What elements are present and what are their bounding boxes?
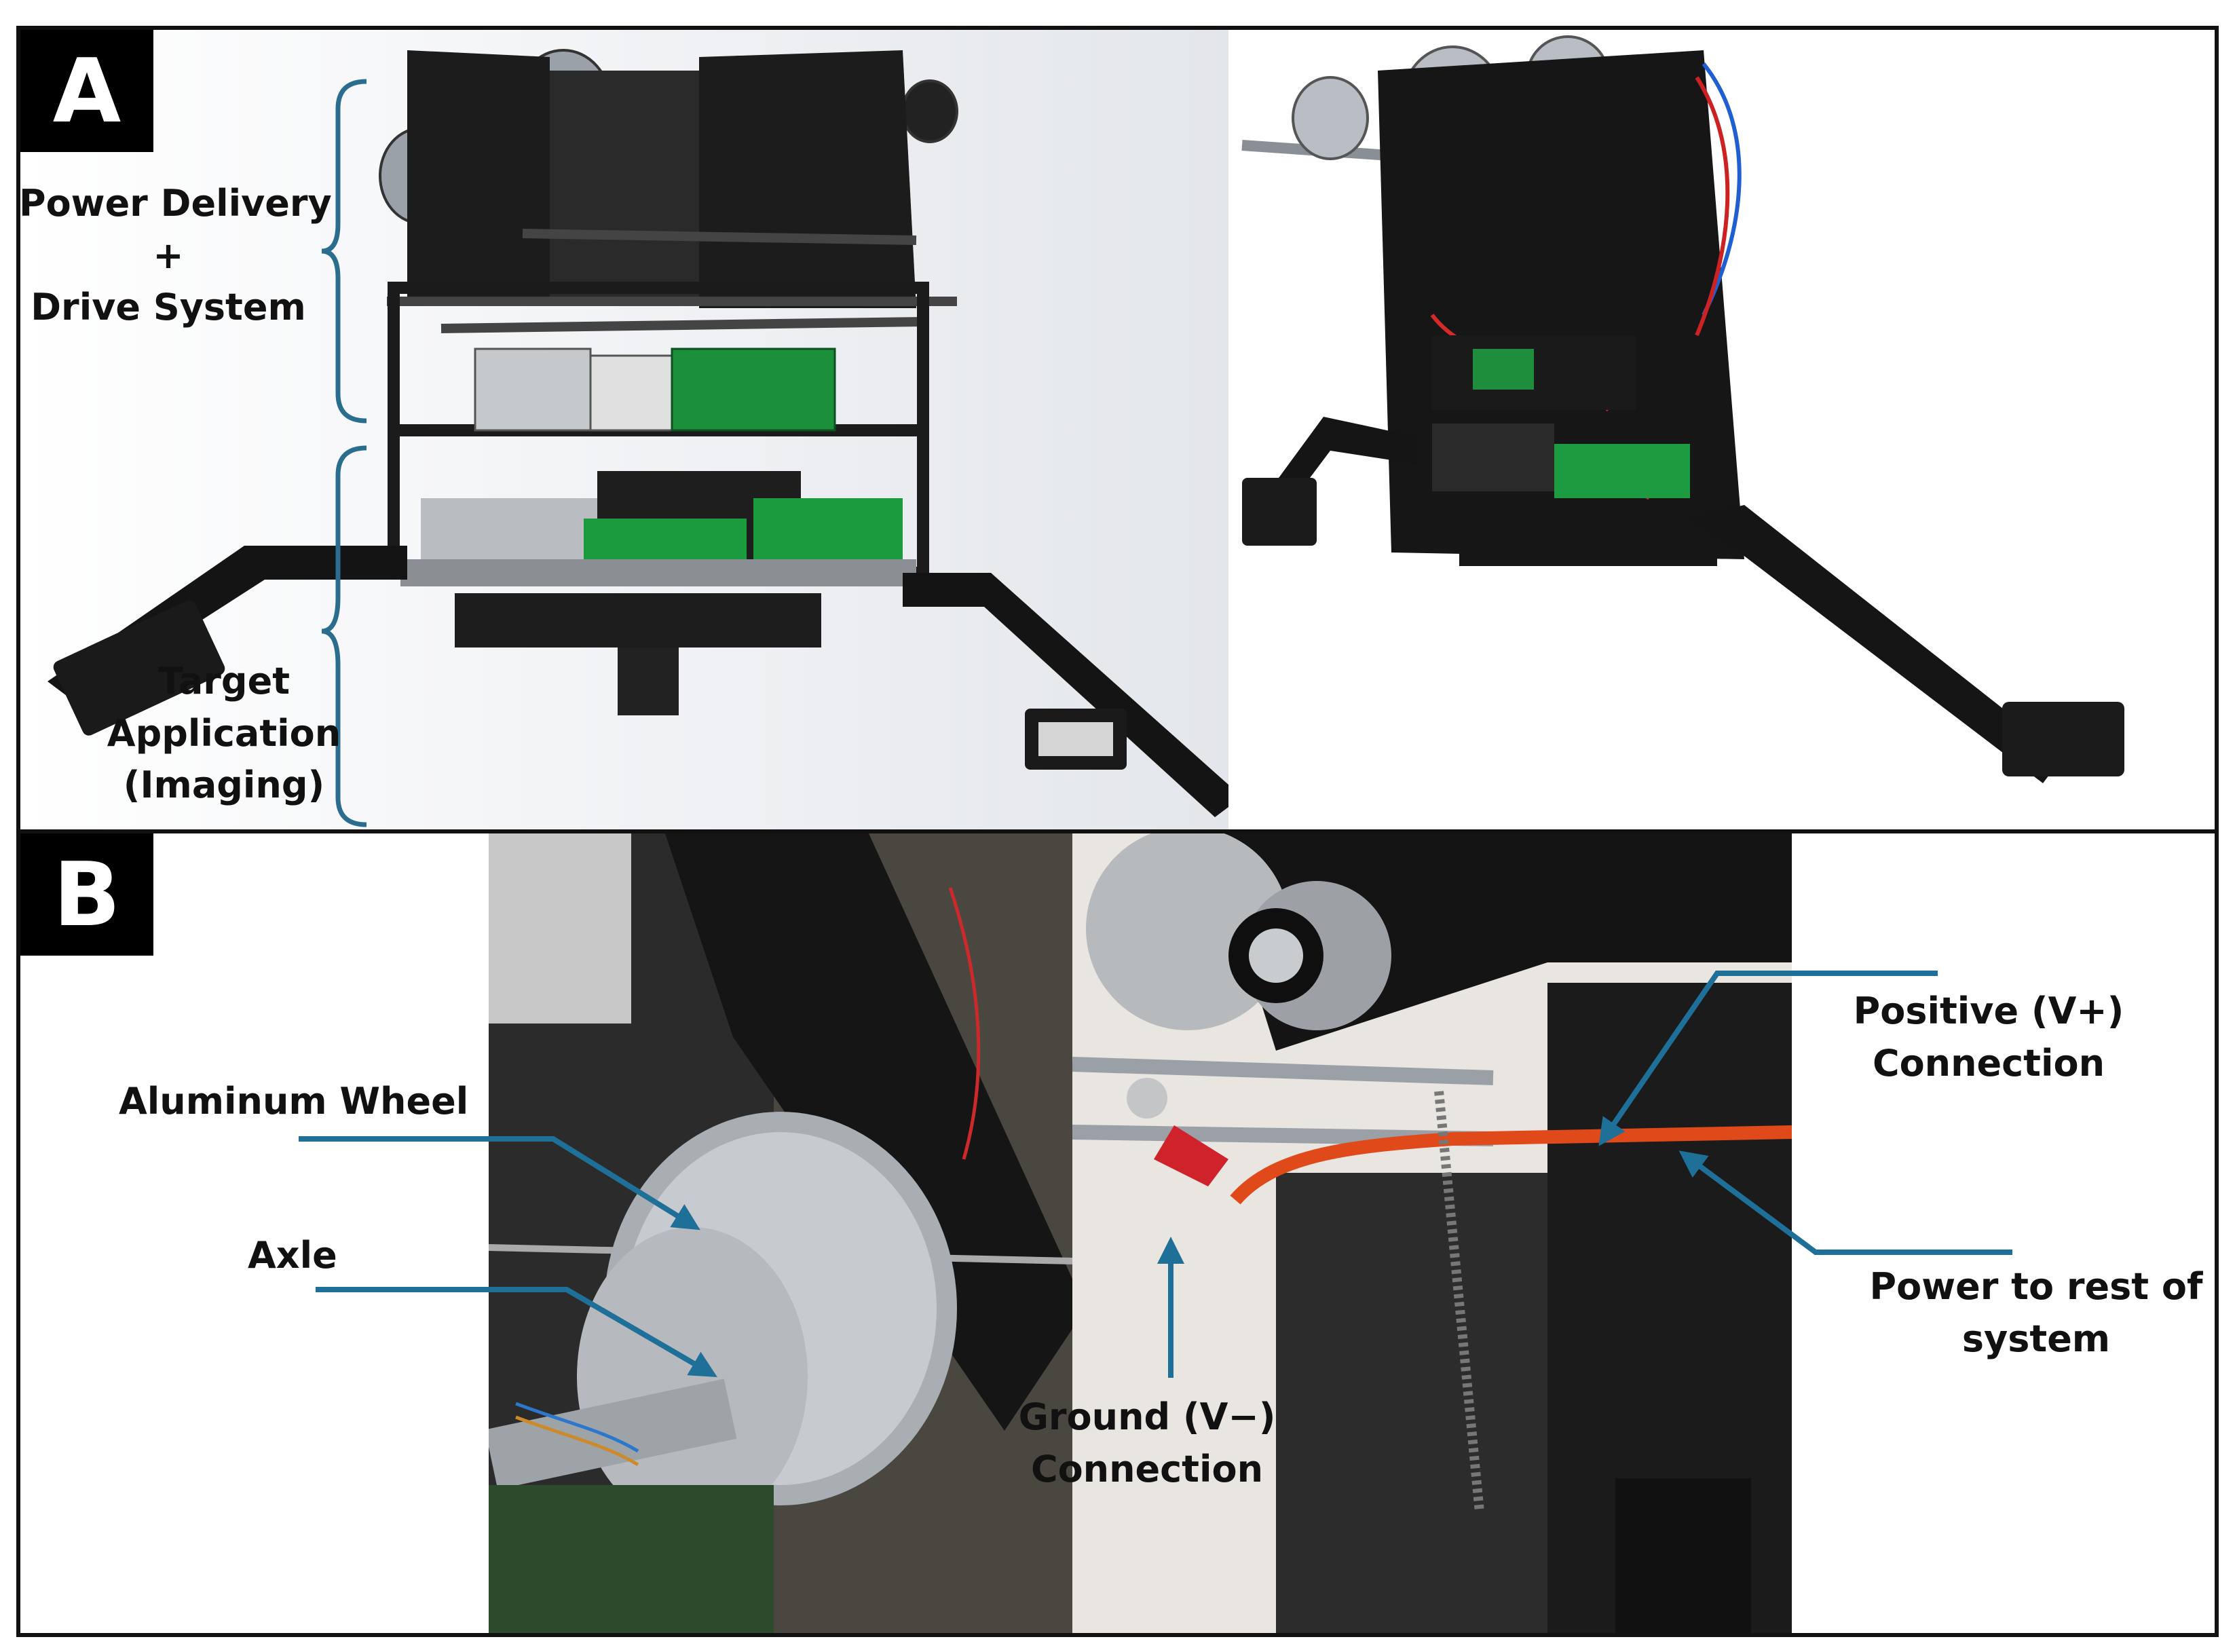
wheel-closeup-image: [489, 833, 1072, 1633]
ground-connection-line-2: Connection: [1030, 1447, 1264, 1490]
panel-a: A: [16, 26, 2219, 833]
power-delivery-label: Power Delivery + Drive System: [19, 178, 332, 334]
positive-connection-line-2: Connection: [1872, 1041, 2105, 1085]
power-to-rest-label: Power to rest of system: [1866, 1261, 2206, 1365]
target-application-line-1: Target: [157, 660, 290, 702]
positive-connection-label: Positive (V+) Connection: [1846, 985, 2131, 1089]
cad-render-image: [20, 30, 1228, 829]
target-application-line-2: Application: [107, 711, 341, 755]
panel-b: B: [16, 829, 2219, 1637]
power-delivery-line-1: Power Delivery: [19, 182, 332, 225]
panel-a-badge: A: [20, 30, 153, 152]
axle-label: Axle: [248, 1234, 337, 1277]
target-application-line-3: (Imaging): [123, 764, 325, 807]
aluminum-wheel-label: Aluminum Wheel: [119, 1080, 469, 1123]
positive-connection-line-1: Positive (V+): [1853, 990, 2124, 1032]
connection-closeup-image: [1072, 833, 1792, 1633]
power-to-rest-line-2: system: [1961, 1317, 2111, 1360]
power-delivery-line-3: Drive System: [31, 286, 306, 329]
target-application-label: Target Application (Imaging): [102, 656, 346, 812]
panel-b-badge: B: [20, 833, 153, 956]
power-to-rest-line-1: Power to rest of: [1869, 1265, 2203, 1308]
ground-connection-line-1: Ground (V−): [1018, 1395, 1276, 1438]
power-delivery-line-2: +: [153, 233, 184, 277]
robot-photo-image: [1228, 30, 2215, 829]
ground-connection-label: Ground (V−) Connection: [1004, 1391, 1290, 1495]
